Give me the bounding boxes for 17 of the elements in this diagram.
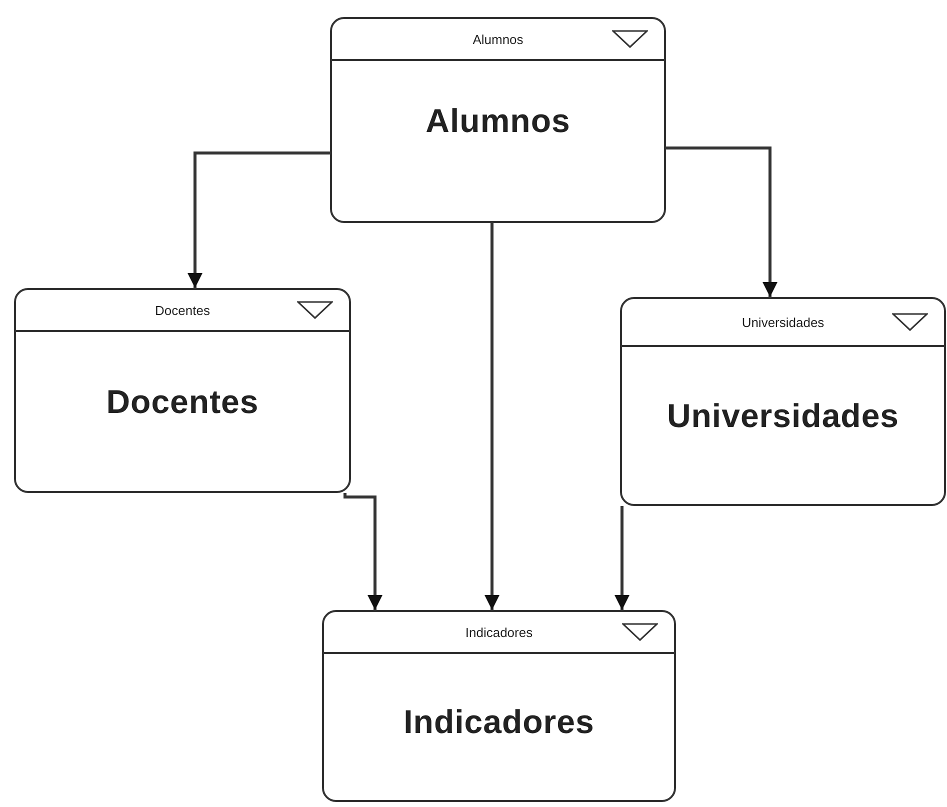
entity-box [322, 610, 676, 802]
arrow [344, 493, 382, 610]
entity-box [330, 17, 666, 223]
arrow [666, 146, 778, 297]
entity-title: Docentes [106, 382, 259, 420]
arrow [614, 506, 630, 610]
entity-title: Universidades [666, 396, 900, 434]
entity-box [14, 288, 351, 493]
header-label: Docentes [155, 302, 210, 318]
entity-title: Indicadores [404, 703, 594, 741]
header-label: Universidades [742, 314, 824, 330]
entity-title: Alumnos [426, 102, 570, 140]
arrow [484, 223, 500, 610]
header-label: Alumnos [472, 32, 524, 46]
arrow [188, 152, 330, 288]
entity-box [620, 297, 946, 506]
header-label: Indicadores [465, 624, 533, 640]
